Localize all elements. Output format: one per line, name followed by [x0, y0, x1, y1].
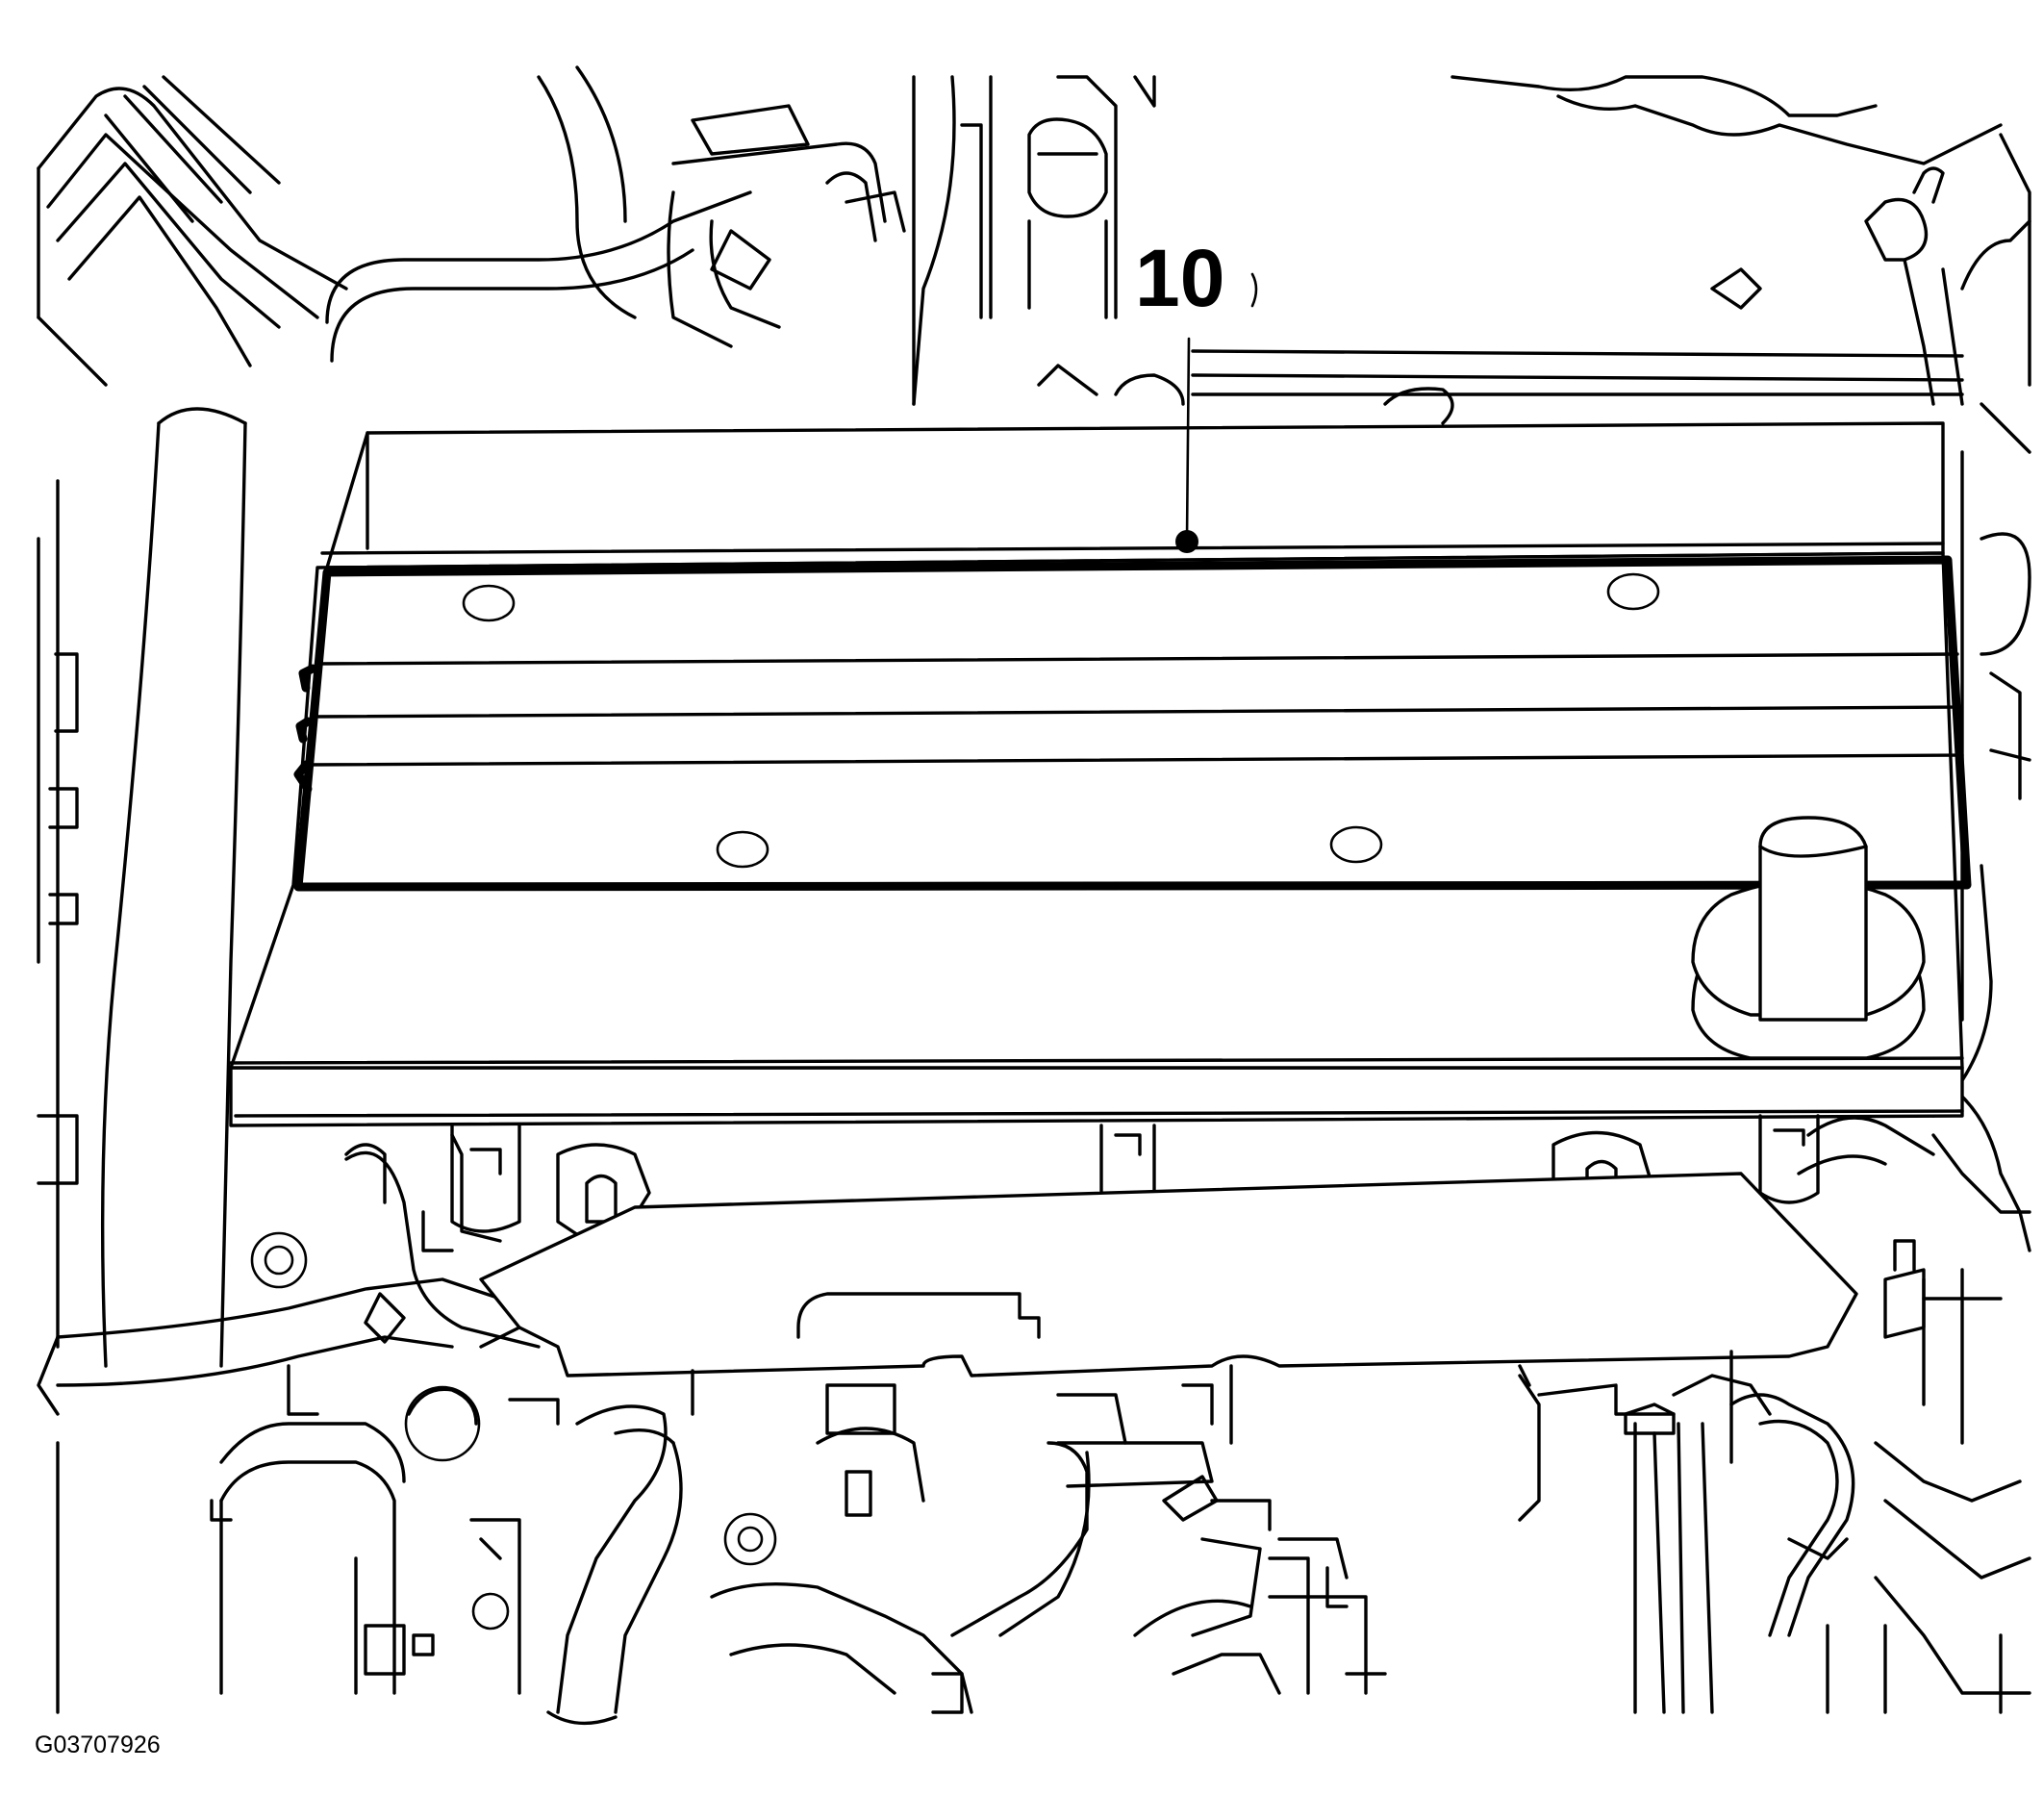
lower-center-components	[508, 1383, 1387, 1726]
valve-cover	[229, 421, 1972, 1118]
lower-cover-plate	[479, 1172, 1858, 1464]
oil-filler-cap	[1691, 816, 1926, 1060]
callout-10: 10	[1135, 233, 1258, 553]
cover-bolt-hole	[1606, 572, 1660, 611]
cover-bolt-hole	[462, 584, 516, 622]
air-intake-hose	[37, 75, 348, 387]
callout-bracket	[1250, 272, 1258, 308]
left-coolant-hose	[37, 407, 247, 1368]
callout-number: 10	[1135, 233, 1224, 323]
figure-id: G03707926	[35, 1732, 161, 1758]
engine-background-linework	[37, 65, 2031, 1726]
top-pipes	[325, 65, 1185, 406]
lower-right-components	[1518, 864, 2031, 1714]
cover-bolt-hole	[716, 830, 769, 869]
valve-cover-front	[229, 551, 1964, 1070]
cover-bolt-hole	[1329, 825, 1383, 864]
callout-leader-line	[1185, 337, 1191, 541]
callout-leader-dot	[1175, 530, 1198, 553]
lower-left-components	[37, 1133, 541, 1714]
